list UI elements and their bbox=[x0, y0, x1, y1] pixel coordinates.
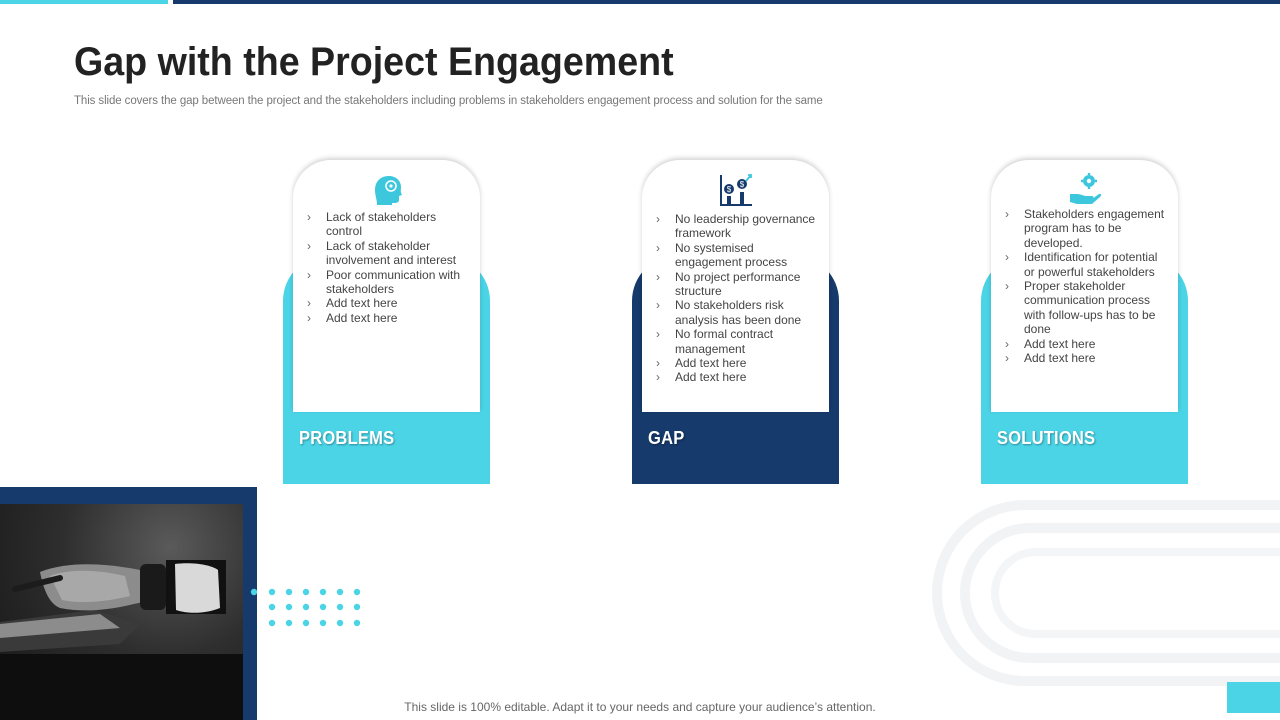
solutions-card: Stakeholders engagement program has to b… bbox=[991, 160, 1178, 412]
problems-column: Lack of stakeholders control Lack of sta… bbox=[283, 160, 490, 484]
gap-column: $ $ No leadership governance framework N… bbox=[632, 160, 839, 484]
slide-title: Gap with the Project Engagement bbox=[74, 40, 674, 84]
decorative-rings bbox=[932, 500, 1280, 686]
svg-text:$: $ bbox=[739, 180, 744, 189]
solutions-label: SOLUTIONS bbox=[997, 428, 1096, 448]
head-profile-icon bbox=[374, 176, 402, 205]
problems-label: PROBLEMS bbox=[299, 428, 395, 448]
solutions-list: Stakeholders engagement program has to b… bbox=[1005, 207, 1168, 366]
hand-with-gear-icon bbox=[1069, 173, 1101, 204]
list-item: Identification for potential or powerful… bbox=[1005, 250, 1168, 279]
gap-card: $ $ No leadership governance framework N… bbox=[642, 160, 829, 412]
writing-hand-photo bbox=[0, 504, 243, 720]
corner-accent-block bbox=[1227, 682, 1280, 713]
list-item: Add text here bbox=[307, 311, 470, 326]
list-item: Proper stakeholder communication process… bbox=[1005, 279, 1168, 337]
footer-note: This slide is 100% editable. Adapt it to… bbox=[404, 700, 876, 714]
top-accent-bar-dark bbox=[173, 0, 1280, 4]
list-item: No systemised engagement process bbox=[656, 241, 819, 270]
writing-hand-illustration bbox=[0, 560, 243, 720]
list-item: No formal contract management bbox=[656, 327, 819, 356]
dot-pattern bbox=[250, 588, 361, 627]
list-item: Add text here bbox=[656, 356, 819, 371]
list-item: No leadership governance framework bbox=[656, 212, 819, 241]
list-item: No stakeholders risk analysis has been d… bbox=[656, 298, 819, 327]
list-item: Add text here bbox=[1005, 337, 1168, 352]
list-item: Add text here bbox=[656, 370, 819, 385]
list-item: Poor communication with stakeholders bbox=[307, 268, 470, 297]
gap-label: GAP bbox=[648, 428, 685, 448]
list-item: Lack of stakeholders control bbox=[307, 210, 470, 239]
dollar-growth-chart-icon: $ $ bbox=[719, 174, 752, 206]
gap-list: No leadership governance framework No sy… bbox=[656, 212, 819, 385]
problems-card: Lack of stakeholders control Lack of sta… bbox=[293, 160, 480, 412]
solutions-column: Stakeholders engagement program has to b… bbox=[981, 160, 1188, 484]
list-item: Lack of stakeholder involvement and inte… bbox=[307, 239, 470, 268]
top-accent-bar-light bbox=[0, 0, 168, 4]
list-item: Add text here bbox=[307, 296, 470, 311]
svg-text:$: $ bbox=[726, 185, 731, 194]
list-item: Add text here bbox=[1005, 351, 1168, 366]
problems-list: Lack of stakeholders control Lack of sta… bbox=[307, 210, 470, 326]
list-item: No project performance structure bbox=[656, 270, 819, 299]
list-item: Stakeholders engagement program has to b… bbox=[1005, 207, 1168, 250]
slide-subtitle: This slide covers the gap between the pr… bbox=[74, 95, 823, 107]
